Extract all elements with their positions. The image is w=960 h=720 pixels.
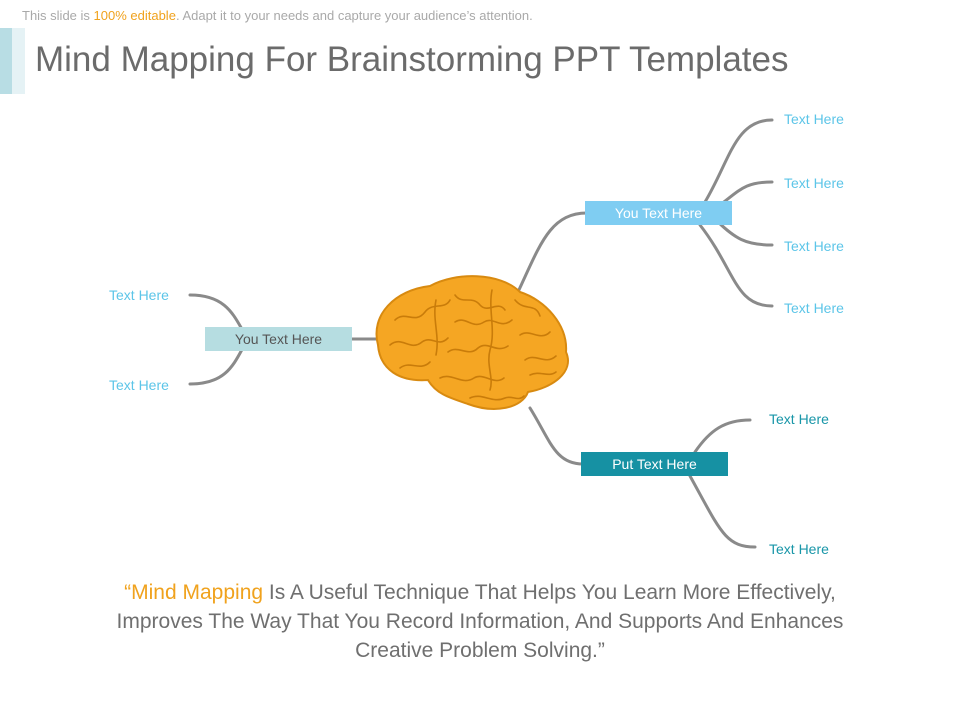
connector-right-leaf-3 xyxy=(716,220,774,247)
notice-prefix: This slide is xyxy=(22,8,94,23)
bottom-leaf-1[interactable]: Text Here xyxy=(769,411,829,427)
left-leaf-1[interactable]: Text Here xyxy=(109,287,169,303)
notice-highlight: 100% editable xyxy=(93,8,176,23)
brain-icon xyxy=(375,275,569,410)
connector-bottom-leaf-2 xyxy=(688,474,757,549)
right-leaf-2[interactable]: Text Here xyxy=(784,175,844,191)
slide-title: Mind Mapping For Brainstorming PPT Templ… xyxy=(35,40,789,79)
connector-brain-right xyxy=(516,211,589,294)
editable-notice: This slide is 100% editable. Adapt it to… xyxy=(22,8,533,23)
quote-text: “Mind Mapping Is A Useful Technique That… xyxy=(80,578,880,665)
connector-bottom-leaf-1 xyxy=(693,418,752,454)
left-leaf-2[interactable]: Text Here xyxy=(109,377,169,393)
right-leaf-3[interactable]: Text Here xyxy=(784,238,844,254)
connector-brain-bottom xyxy=(528,406,585,466)
right-leaf-4[interactable]: Text Here xyxy=(784,300,844,316)
connector-right-leaf-1 xyxy=(703,118,774,204)
quote-open-mark: “ xyxy=(124,581,132,604)
node-left-box[interactable]: You Text Here xyxy=(205,327,352,351)
node-bottom-box[interactable]: Put Text Here xyxy=(581,452,728,476)
notice-suffix: . Adapt it to your needs and capture you… xyxy=(175,8,533,23)
quote-rest: Is A Useful Technique That Helps You Lea… xyxy=(116,581,844,662)
node-right-box[interactable]: You Text Here xyxy=(585,201,732,225)
bottom-leaf-2[interactable]: Text Here xyxy=(769,541,829,557)
right-leaf-1[interactable]: Text Here xyxy=(784,111,844,127)
quote-highlight: Mind Mapping xyxy=(131,581,264,604)
title-accent-bar xyxy=(0,28,12,94)
title-accent-bar-light xyxy=(12,28,25,94)
connector-right-leaf-4 xyxy=(698,223,774,308)
